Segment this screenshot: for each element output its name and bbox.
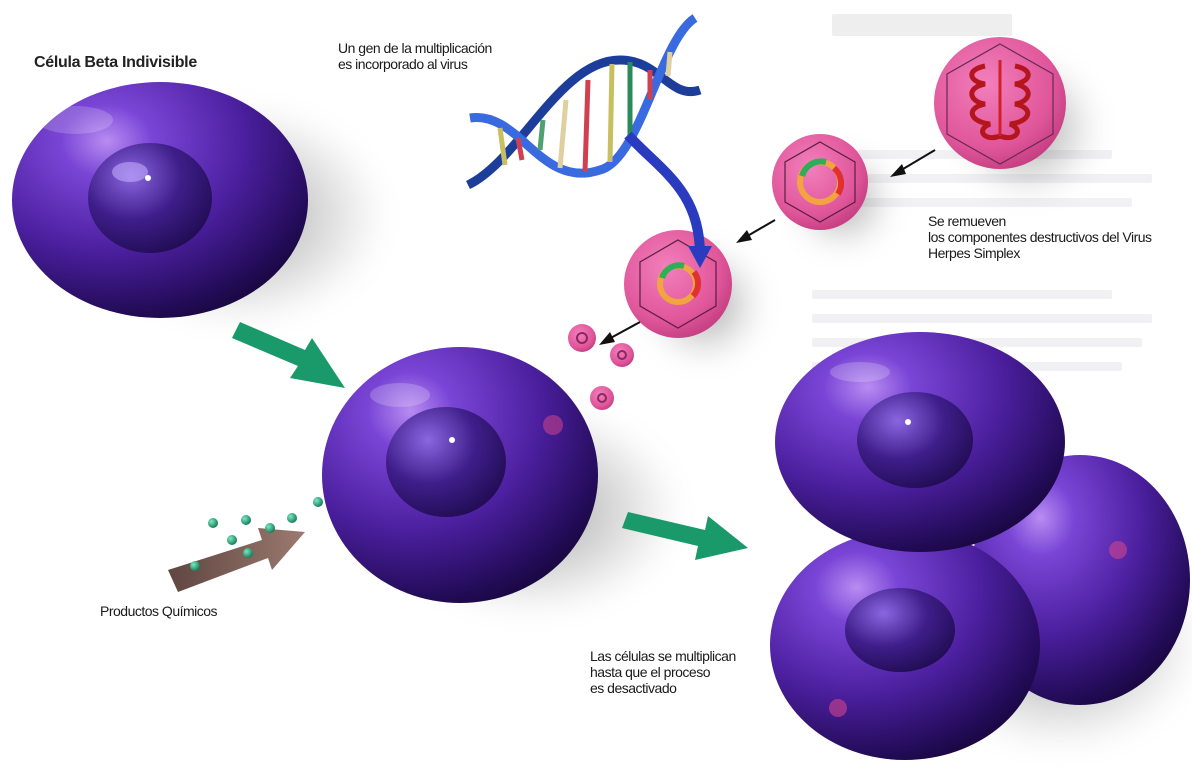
removed-label-line-1: Se remueven [928, 213, 1152, 229]
beta-cell-infected [322, 347, 680, 615]
beta-cells-multiplied [770, 332, 1192, 760]
multiply-label-line-2: hasta que el proceso [590, 664, 736, 680]
multiply-label-line-3: es desactivado [590, 680, 736, 696]
cell-multiplication-label: Las células se multiplican hasta que el … [590, 648, 736, 696]
destructive-components-label: Se remueven los componentes destructivos… [928, 213, 1152, 261]
beta-cell-indivisible [12, 82, 385, 325]
gene-incorporation-label: Un gen de la multiplicación es incorpora… [338, 40, 492, 72]
black-arrow-icon [736, 220, 775, 243]
herpes-virus-medium [772, 134, 892, 250]
herpes-virus-large [934, 37, 1098, 198]
chemical-products-arrow [168, 528, 305, 592]
chemical-products-label: Productos Químicos [100, 603, 217, 619]
multiply-label-line-1: Las células se multiplican [590, 648, 736, 664]
gene-label-line-2: es incorporado al virus [338, 56, 492, 72]
removed-label-line-2: los componentes destructivos del Virus [928, 229, 1152, 245]
black-arrow-icon [599, 322, 640, 345]
tiny-virus-particles [568, 324, 634, 410]
diagram-title: Célula Beta Indivisible [34, 55, 197, 71]
gene-label-line-1: Un gen de la multiplicación [338, 40, 492, 56]
black-arrow-icon [890, 150, 935, 177]
green-arrow-icon [232, 322, 345, 388]
removed-label-line-3: Herpes Simplex [928, 245, 1152, 261]
